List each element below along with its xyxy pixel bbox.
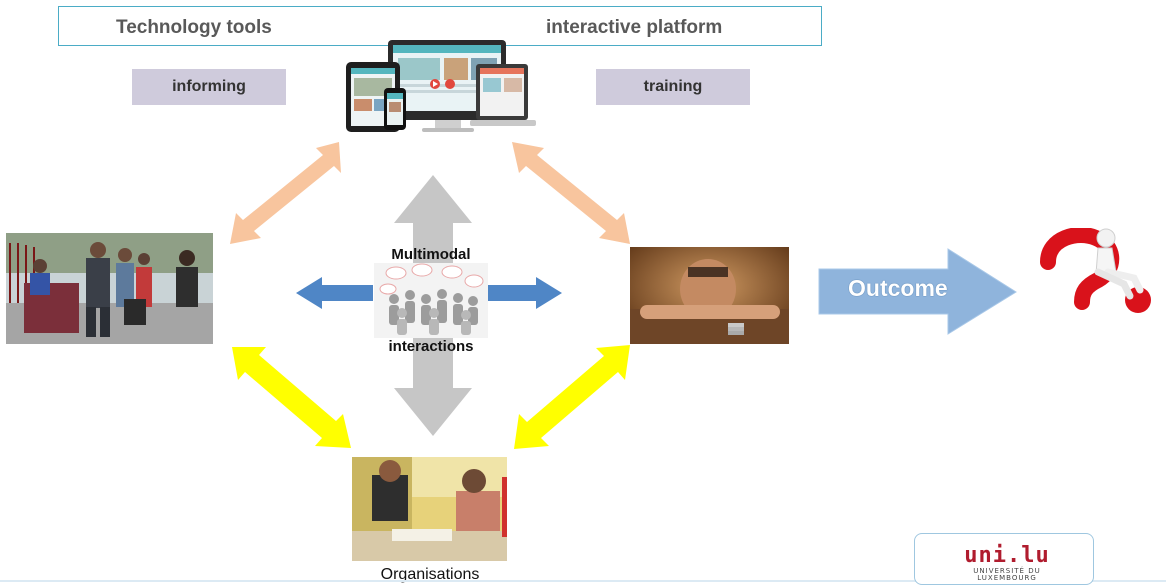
devices-illustration — [346, 40, 536, 132]
question-mark-figure — [1040, 228, 1151, 313]
interactive-platform-label: interactive platform — [546, 17, 723, 38]
interactions-label: interactions — [388, 338, 474, 355]
outcome-arrow — [818, 248, 1017, 335]
university-logo — [914, 533, 1094, 585]
outcome-label: Outcome — [848, 275, 948, 301]
blue-arrow-left — [296, 277, 373, 309]
top-banner — [58, 6, 822, 46]
multimodal-label: Multimodal — [391, 246, 471, 263]
blue-arrow-right — [488, 277, 562, 309]
technology-tools-label: Technology tools — [116, 17, 272, 38]
informing-tag: informing — [132, 69, 286, 105]
logo-subtitle: UNIVERSITÉ DU LUXEMBOURG — [940, 568, 1074, 582]
migrants-photo — [6, 233, 213, 344]
crowd-illustration — [374, 263, 488, 338]
bottom-divider — [0, 580, 1166, 582]
peach-arrow-left — [230, 142, 341, 244]
training-tag: training — [596, 69, 750, 105]
organisations-photo — [352, 457, 507, 561]
yellow-arrow-right — [514, 345, 630, 449]
logo-line-2: LUXEMBOURG — [977, 574, 1037, 582]
peach-arrow-right — [512, 142, 630, 244]
man-with-coins-photo — [630, 247, 789, 344]
yellow-arrow-left — [232, 347, 351, 448]
logo-mark: uni.lu — [964, 543, 1050, 568]
logo-line-1: UNIVERSITÉ DU — [973, 567, 1041, 575]
organisations-label: Organisations — [380, 566, 480, 583]
